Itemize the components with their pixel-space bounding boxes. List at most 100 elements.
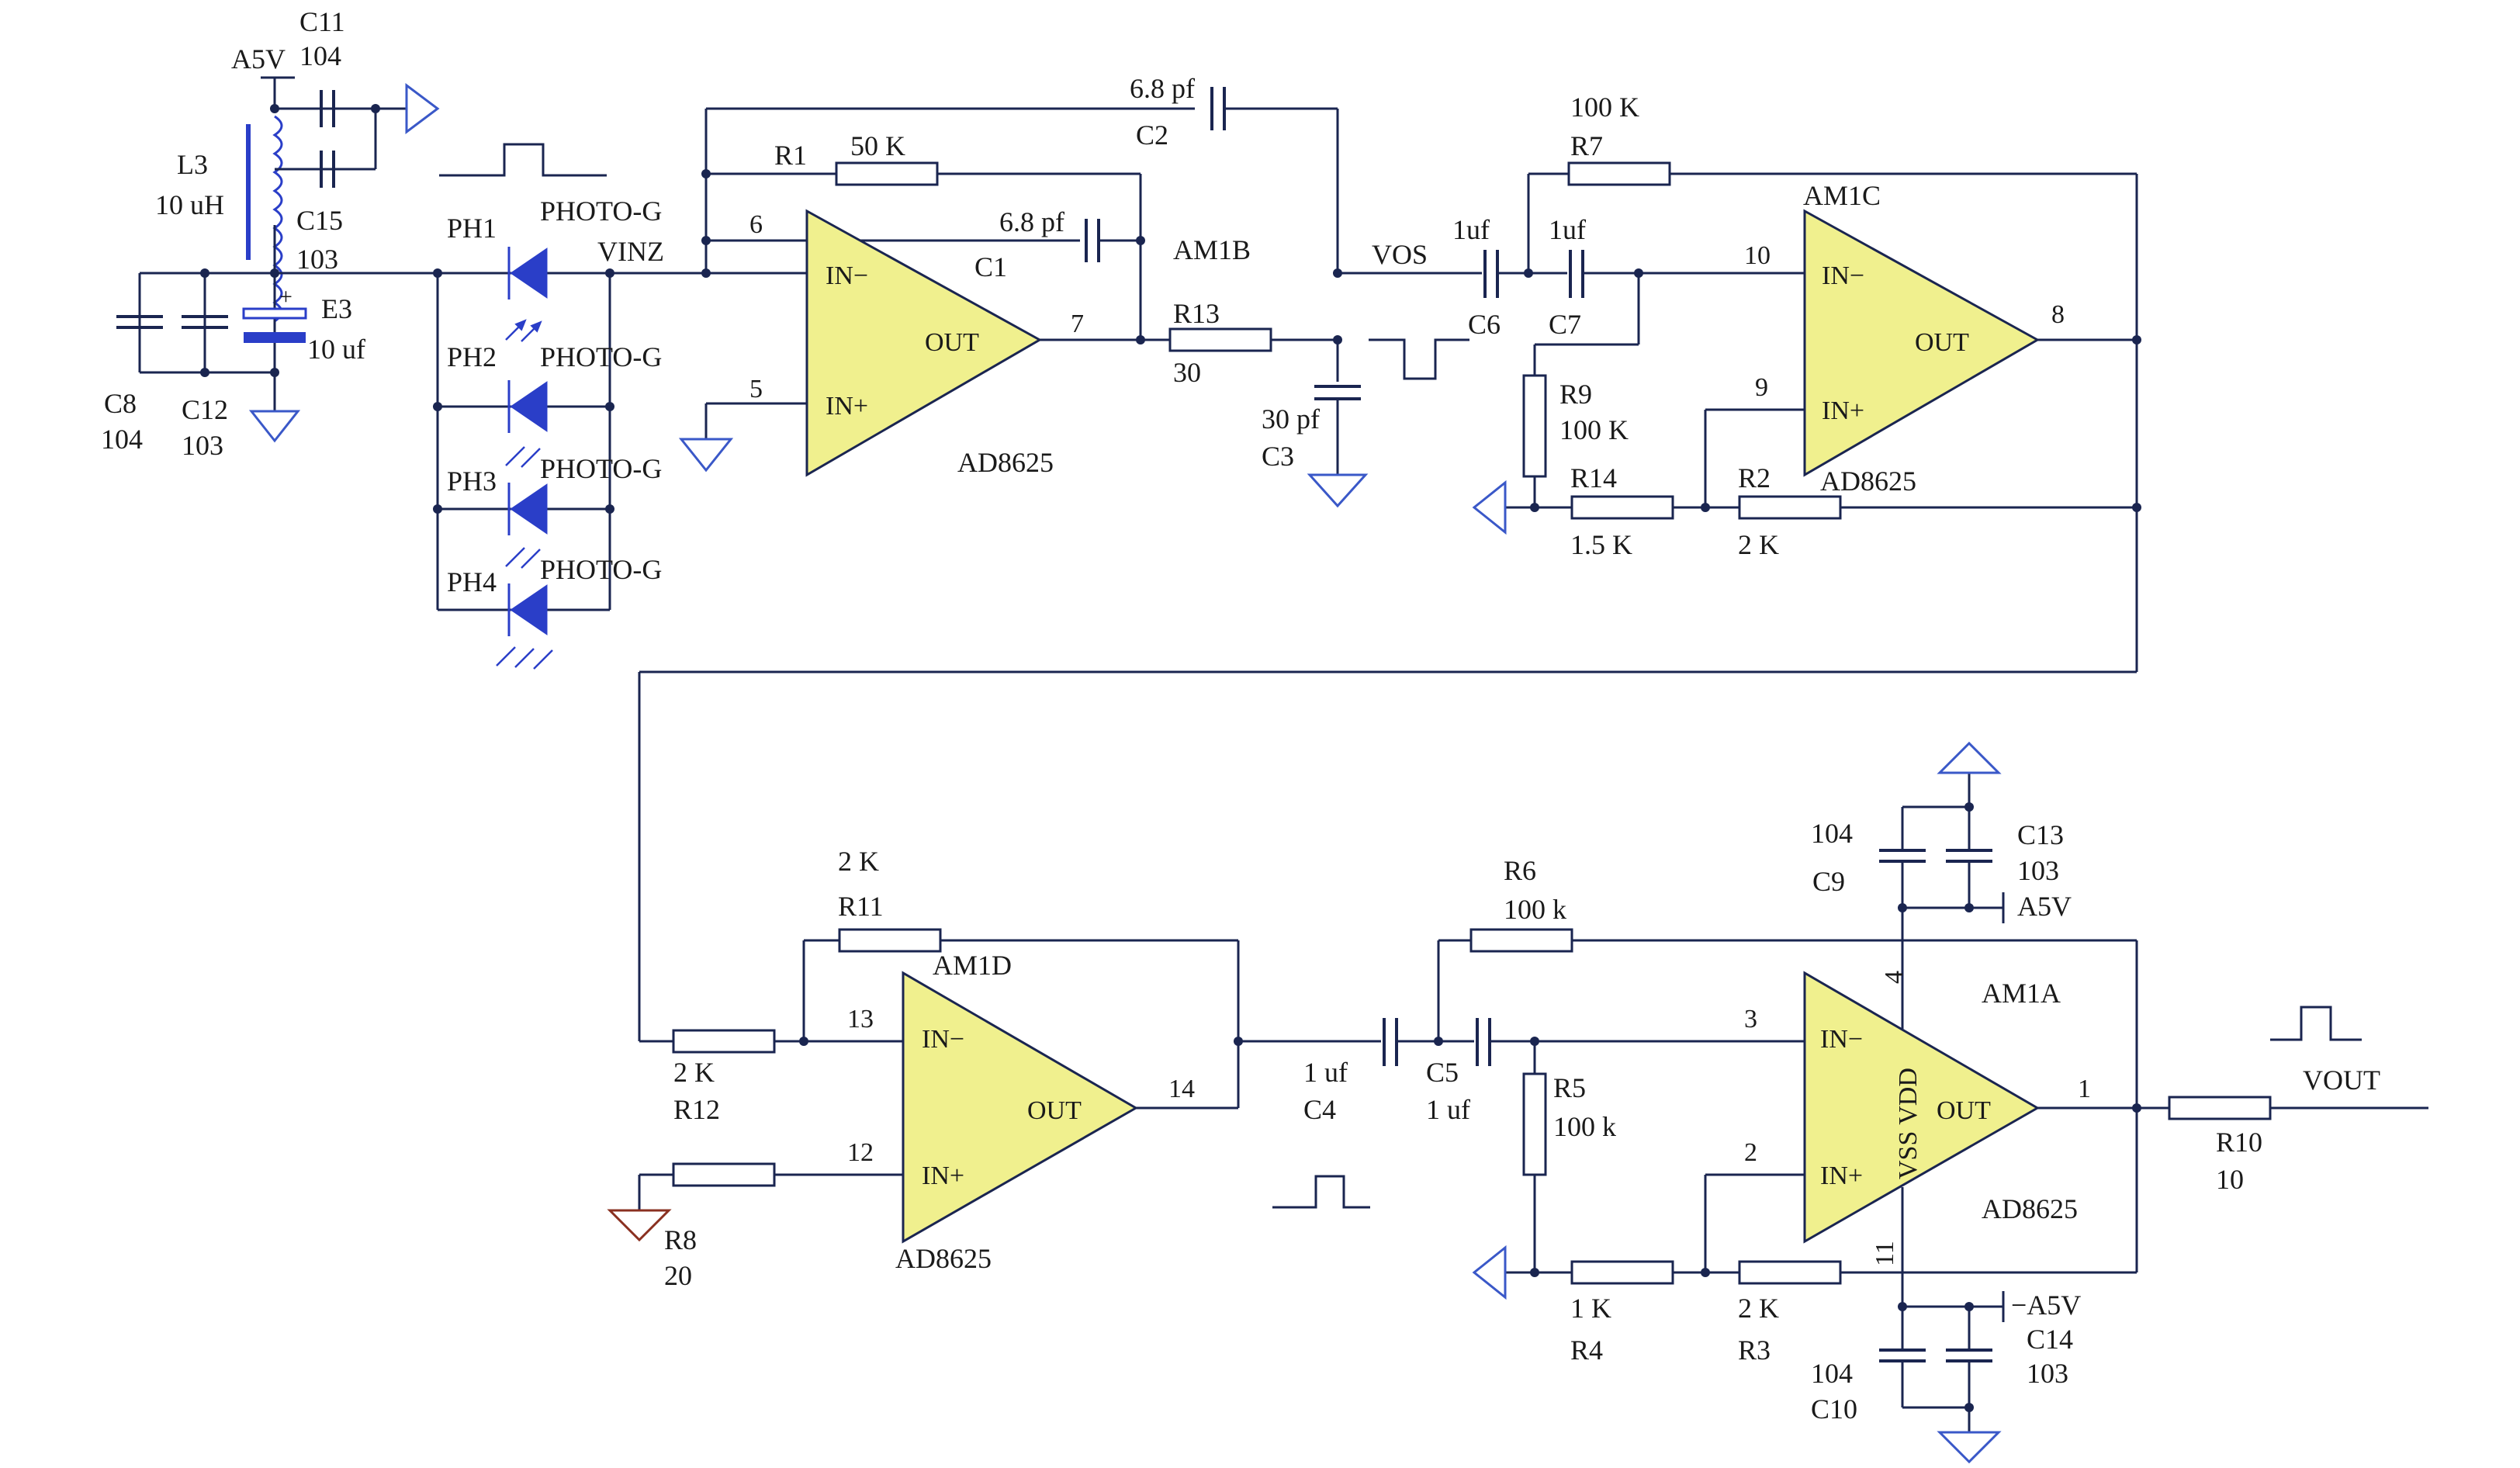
- label-a5v-top: A5V: [231, 43, 286, 74]
- label-c3-value: 30 pf: [1262, 403, 1320, 435]
- label-c2: C2: [1136, 119, 1168, 151]
- pin-14: 14: [1168, 1075, 1195, 1103]
- label-vinz: VINZ: [597, 236, 664, 267]
- label-photo2: PHOTO-G: [540, 341, 662, 372]
- label-r14-value: 1.5 K: [1570, 529, 1632, 560]
- label-c15-value: 103: [296, 244, 338, 275]
- ground-icon: [1472, 480, 1507, 535]
- label-ph1: PH1: [447, 213, 497, 244]
- label-r9: R9: [1559, 379, 1592, 410]
- label-r4: R4: [1570, 1335, 1603, 1366]
- label-c7: C7: [1549, 309, 1581, 340]
- in-minus-d: IN−: [922, 1025, 964, 1054]
- label-r6-value: 100 k: [1504, 894, 1566, 925]
- label-r1: R1: [774, 140, 807, 171]
- pin-13: 13: [847, 1005, 874, 1033]
- label-c5-value: 1 uf: [1426, 1094, 1470, 1125]
- label-am1d: AM1D: [933, 950, 1012, 981]
- label-c5: C5: [1426, 1057, 1459, 1088]
- label-c10-value: 104: [1811, 1358, 1853, 1389]
- label-ad8625-d: AD8625: [895, 1243, 992, 1274]
- label-r10: R10: [2216, 1127, 2262, 1158]
- label-r4-value: 1 K: [1570, 1293, 1611, 1324]
- label-e3-value: 10 uf: [307, 334, 365, 365]
- ground-icon: [1307, 473, 1369, 508]
- opamp-am1c: [1803, 209, 2041, 477]
- label-c13-value: 103: [2017, 855, 2059, 886]
- pin-8: 8: [2051, 300, 2065, 329]
- pin-11: 11: [1871, 1241, 1899, 1266]
- label-c9-value: 104: [1811, 818, 1853, 849]
- label-a5v-neg: −A5V: [2011, 1290, 2081, 1321]
- ground-icon: [607, 1209, 672, 1242]
- ground-icon: [248, 410, 301, 443]
- label-c12: C12: [182, 394, 228, 425]
- out-b: OUT: [925, 328, 979, 357]
- label-ph4: PH4: [447, 566, 497, 597]
- label-c14: C14: [2027, 1324, 2073, 1355]
- pin-6: 6: [749, 210, 763, 239]
- out-a: OUT: [1937, 1096, 1991, 1125]
- ground-icon: [1472, 1245, 1507, 1300]
- label-c1-value: 6.8 pf: [999, 206, 1064, 237]
- photodiode-ph1: [505, 247, 548, 342]
- opamp-am1a: [1803, 971, 2041, 1244]
- ground-icon: [1937, 1431, 2002, 1464]
- label-r5-value: 100 k: [1553, 1111, 1616, 1142]
- in-plus-b: IN+: [826, 392, 868, 421]
- label-r7-value: 100 K: [1570, 92, 1639, 123]
- label-r8-value: 20: [664, 1260, 692, 1291]
- pin-2: 2: [1744, 1138, 1757, 1167]
- ground-icon: [678, 438, 734, 473]
- label-c2-value: 6.8 pf: [1130, 73, 1195, 104]
- label-r8: R8: [664, 1224, 697, 1255]
- label-r10-value: 10: [2216, 1164, 2244, 1195]
- pin-4: 4: [1880, 971, 1909, 984]
- label-photo3: PHOTO-G: [540, 453, 662, 484]
- label-ad8625-b: AD8625: [957, 447, 1054, 478]
- label-r7: R7: [1570, 130, 1603, 161]
- opamp-am1d: [902, 971, 1139, 1244]
- photodiode-ph4: [496, 583, 553, 670]
- stage-am1a: [1434, 741, 2428, 1464]
- component-labels: C11 104 A5V L3 10 uH C15 103 E3 10 uf C8…: [101, 6, 2380, 1425]
- label-r11-value: 2 K: [838, 846, 879, 877]
- pin-1: 1: [2078, 1075, 2091, 1103]
- label-r11: R11: [838, 891, 884, 922]
- label-c12-value: 103: [182, 430, 223, 461]
- label-a5v-pos: A5V: [2017, 891, 2072, 922]
- label-vos: VOS: [1372, 239, 1428, 270]
- pin-10: 10: [1744, 241, 1771, 270]
- label-r6: R6: [1504, 855, 1536, 886]
- label-c11: C11: [299, 6, 345, 37]
- pin-7: 7: [1071, 310, 1084, 338]
- label-l3: L3: [177, 149, 208, 180]
- label-photo4: PHOTO-G: [540, 554, 662, 585]
- label-r2-value: 2 K: [1738, 529, 1779, 560]
- label-r3: R3: [1738, 1335, 1771, 1366]
- label-ad8625-c: AD8625: [1820, 466, 1916, 497]
- label-photo1: PHOTO-G: [540, 196, 662, 227]
- label-r14: R14: [1570, 462, 1617, 493]
- in-minus-c: IN−: [1822, 261, 1864, 290]
- svg-text:+: +: [279, 284, 292, 310]
- stage-am1c: [638, 161, 2141, 1041]
- label-r3-value: 2 K: [1738, 1293, 1779, 1324]
- label-r9-value: 100 K: [1559, 414, 1629, 445]
- in-minus-a: IN−: [1820, 1025, 1863, 1054]
- pin-12: 12: [847, 1138, 874, 1167]
- label-vss-vdd: VSS VDD: [1894, 1068, 1923, 1179]
- stage-am1d: [607, 928, 1474, 1244]
- pin-9: 9: [1755, 373, 1768, 402]
- pin-5: 5: [749, 375, 763, 403]
- label-r1-value: 50 K: [850, 130, 905, 161]
- label-c6: C6: [1468, 309, 1501, 340]
- ground-icon: [405, 83, 440, 134]
- label-c1: C1: [974, 251, 1007, 282]
- label-am1b: AM1B: [1173, 234, 1251, 265]
- power-filter: +: [116, 76, 440, 443]
- label-r13: R13: [1173, 298, 1220, 329]
- label-c13: C13: [2017, 819, 2064, 850]
- in-plus-c: IN+: [1822, 396, 1864, 425]
- label-c8-value: 104: [101, 424, 143, 455]
